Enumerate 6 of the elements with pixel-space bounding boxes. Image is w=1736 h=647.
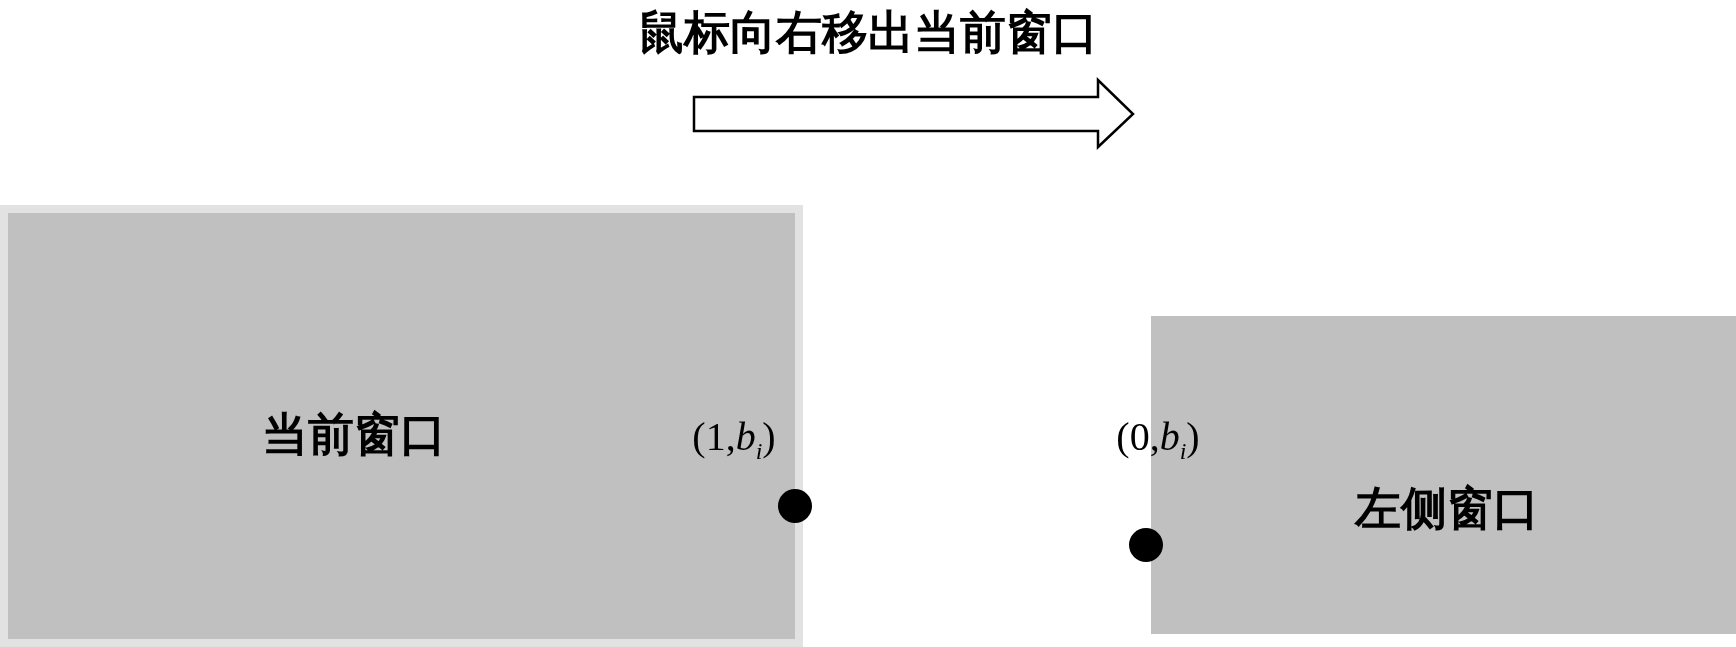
window-label: 左侧窗口 [1355, 486, 1539, 532]
coordinate-label: (0,b$_{i}$) [1116, 417, 1200, 463]
title: 鼠标向右移出当前窗口 [638, 10, 1098, 56]
window-label: 当前窗口 [262, 412, 446, 458]
window-box [0, 205, 803, 647]
coordinate-label: (1,b$_{i}$) [692, 417, 776, 463]
